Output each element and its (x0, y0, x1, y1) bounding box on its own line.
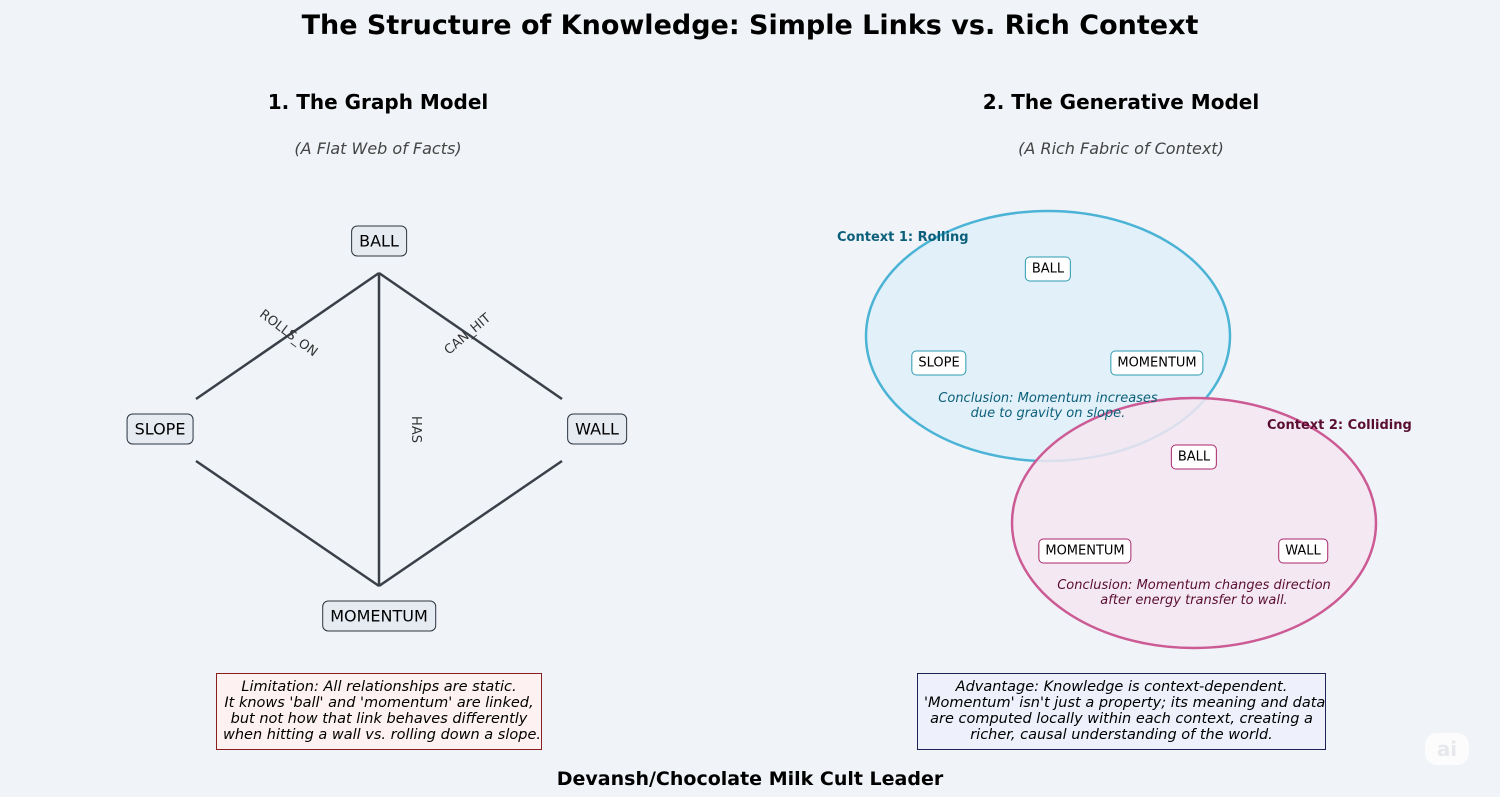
watermark-logo: ai (1425, 733, 1469, 765)
page-title: The Structure of Knowledge: Simple Links… (301, 10, 1199, 41)
limitation-line: but not how that link behaves differentl… (230, 711, 528, 727)
conclusion-line: due to gravity on slope. (970, 406, 1126, 421)
context-colliding-conclusion: Conclusion: Momentum changes direction a… (1057, 578, 1331, 608)
advantage-box: Advantage: Knowledge is context-dependen… (917, 673, 1326, 750)
node-wall: WALL (567, 413, 627, 445)
context-ellipses (864, 209, 1378, 650)
edge-slope-momentum (195, 459, 380, 588)
context-colliding-label: Context 2: Colliding (1267, 418, 1412, 433)
context-rolling-node-ball: BALL (1024, 256, 1072, 282)
graph-model-title: 1. The Graph Model (267, 90, 489, 114)
node-ball: BALL (351, 225, 407, 257)
conclusion-line: Conclusion: Momentum increases (938, 391, 1158, 406)
generative-model-subtitle: (A Rich Fabric of Context) (1018, 139, 1224, 158)
generative-model-title: 2. The Generative Model (982, 90, 1260, 114)
conclusion-line: after energy transfer to wall. (1100, 593, 1288, 608)
advantage-line: 'Momentum' isn't just a property; its me… (924, 695, 1326, 711)
advantage-line: are computed locally within each context… (930, 711, 1313, 727)
edge-label-has: HAS (407, 416, 423, 443)
footer-credit: Devansh/Chocolate Milk Cult Leader (556, 768, 944, 790)
limitation-line: when hitting a wall vs. rolling down a s… (223, 727, 541, 743)
limitation-line: Limitation: All relationships are static… (241, 679, 517, 695)
edge-ball-wall (378, 271, 563, 401)
advantage-line: richer, causal understanding of the worl… (970, 727, 1273, 743)
context-rolling-label: Context 1: Rolling (837, 230, 969, 245)
context-rolling-node-slope: SLOPE (911, 350, 967, 376)
edge-wall-momentum (378, 459, 563, 588)
graph-edges (195, 271, 563, 588)
edge-ball-slope (195, 271, 380, 401)
context-colliding-ellipse (1010, 396, 1378, 650)
node-slope: SLOPE (126, 413, 194, 445)
conclusion-line: Conclusion: Momentum changes direction (1057, 578, 1331, 593)
context-colliding-node-wall: WALL (1278, 538, 1328, 564)
limitation-box: Limitation: All relationships are static… (216, 673, 542, 750)
context-colliding-node-momentum: MOMENTUM (1038, 538, 1132, 564)
graph-model-subtitle: (A Flat Web of Facts) (294, 139, 462, 158)
context-rolling-node-momentum: MOMENTUM (1110, 350, 1204, 376)
node-momentum: MOMENTUM (322, 600, 436, 632)
advantage-line: Advantage: Knowledge is context-dependen… (955, 679, 1288, 695)
limitation-line: It knows 'ball' and 'momentum' are linke… (224, 695, 534, 711)
context-rolling-conclusion: Conclusion: Momentum increases due to gr… (938, 391, 1157, 421)
context-colliding-node-ball: BALL (1170, 444, 1218, 470)
